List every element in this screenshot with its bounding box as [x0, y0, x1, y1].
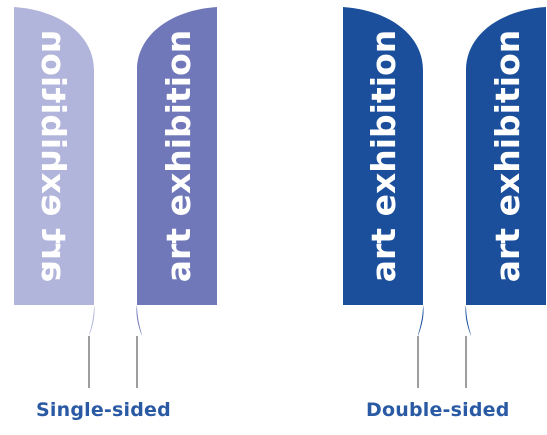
- flag-text: art exhibition: [364, 30, 403, 282]
- caption-single-sided: Single-sided: [36, 399, 171, 421]
- flag-fabric: [465, 7, 546, 336]
- flag-text: art exhibition: [488, 30, 527, 282]
- flag-fabric: [343, 7, 424, 336]
- flag-double-2: art exhibition: [465, 7, 546, 388]
- flag-double-1: art exhibition: [343, 7, 424, 388]
- flag-text: art exhibition: [34, 30, 73, 282]
- flag-single-front: art exhibition: [136, 7, 217, 388]
- flag-single-back: art exhibition: [14, 7, 95, 388]
- caption-double-sided: Double-sided: [366, 399, 510, 421]
- flag-fabric: [136, 7, 217, 336]
- flag-text: art exhibition: [159, 30, 198, 282]
- flag-fabric: [14, 7, 95, 336]
